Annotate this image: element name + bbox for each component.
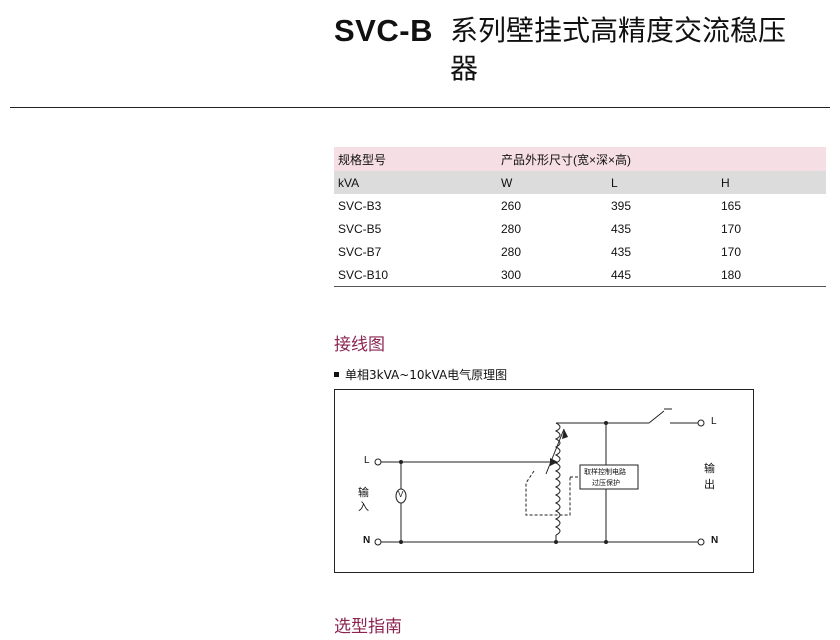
wiring-section-title: 接线图 bbox=[334, 335, 385, 355]
spec-table: 规格型号 产品外形尺寸(宽×深×高) kVA W L H SVC-B3 260 … bbox=[334, 147, 826, 287]
table-row: SVC-B5 280 435 170 bbox=[334, 217, 826, 240]
subheader-cell: H bbox=[717, 171, 826, 194]
subheader-cell: L bbox=[607, 171, 717, 194]
table-cell: 280 bbox=[501, 221, 522, 236]
table-cell: 260 bbox=[501, 198, 522, 213]
header-cell: 产品外形尺寸(宽×深×高) bbox=[497, 147, 826, 171]
wiring-diagram: L N 输入 V 取样控制电路 过压保护 L N 输出 bbox=[334, 389, 754, 573]
table-cell: 300 bbox=[497, 263, 607, 287]
output-caption: 输出 bbox=[704, 462, 715, 491]
input-l-label: L bbox=[364, 455, 370, 466]
table-cell: SVC-B5 bbox=[338, 221, 382, 236]
input-caption: 输入 bbox=[358, 486, 369, 513]
control-box-line1: 取样控制电路 bbox=[584, 468, 626, 476]
input-n-label: N bbox=[363, 535, 371, 546]
table-header-row: 规格型号 产品外形尺寸(宽×深×高) bbox=[334, 147, 826, 171]
table-cell: 435 bbox=[611, 244, 632, 259]
wiring-subtitle-text: 单相3kVA~10kVA电气原理图 bbox=[345, 368, 508, 382]
table-cell: 395 bbox=[611, 198, 632, 213]
table-cell: 280 bbox=[501, 244, 522, 259]
table-row: SVC-B10 300 445 180 bbox=[334, 263, 826, 287]
switch-icon bbox=[648, 410, 665, 424]
output-l-wire bbox=[606, 408, 705, 427]
voltmeter-icon bbox=[395, 488, 407, 504]
table-cell: 170 bbox=[721, 221, 742, 236]
bullet-square-icon bbox=[334, 372, 339, 377]
selection-section-title: 选型指南 bbox=[334, 617, 402, 637]
output-l-label: L bbox=[711, 416, 717, 427]
product-title: 系列壁挂式高精度交流稳压器 bbox=[450, 14, 787, 85]
output-n-label: N bbox=[711, 535, 719, 546]
table-row: SVC-B3 260 395 165 bbox=[334, 194, 826, 217]
servo-linkage bbox=[525, 470, 571, 516]
subheader-cell: W bbox=[497, 171, 607, 194]
table-cell: SVC-B10 bbox=[334, 263, 497, 287]
header-cell: 规格型号 bbox=[334, 147, 497, 171]
model-name: SVC-B bbox=[334, 13, 433, 48]
table-cell: SVC-B7 bbox=[338, 244, 382, 259]
table-cell: 165 bbox=[721, 198, 742, 213]
table-cell: 435 bbox=[611, 221, 632, 236]
table-row: SVC-B7 280 435 170 bbox=[334, 240, 826, 263]
table-cell: 445 bbox=[607, 263, 717, 287]
voltmeter-label: V bbox=[398, 490, 404, 499]
transformer-coil bbox=[545, 422, 606, 544]
n-wire bbox=[374, 538, 705, 546]
table-cell: 170 bbox=[721, 244, 742, 259]
wiring-subtitle: 单相3kVA~10kVA电气原理图 bbox=[334, 366, 507, 383]
table-subheader-row: kVA W L H bbox=[334, 171, 826, 194]
header-divider bbox=[10, 107, 830, 108]
table-cell: 180 bbox=[717, 263, 826, 287]
subheader-cell: kVA bbox=[334, 171, 497, 194]
table-cell: SVC-B3 bbox=[338, 198, 382, 213]
control-box bbox=[579, 464, 639, 490]
voltmeter-branch bbox=[395, 460, 407, 544]
control-box-line2: 过压保护 bbox=[592, 479, 620, 487]
